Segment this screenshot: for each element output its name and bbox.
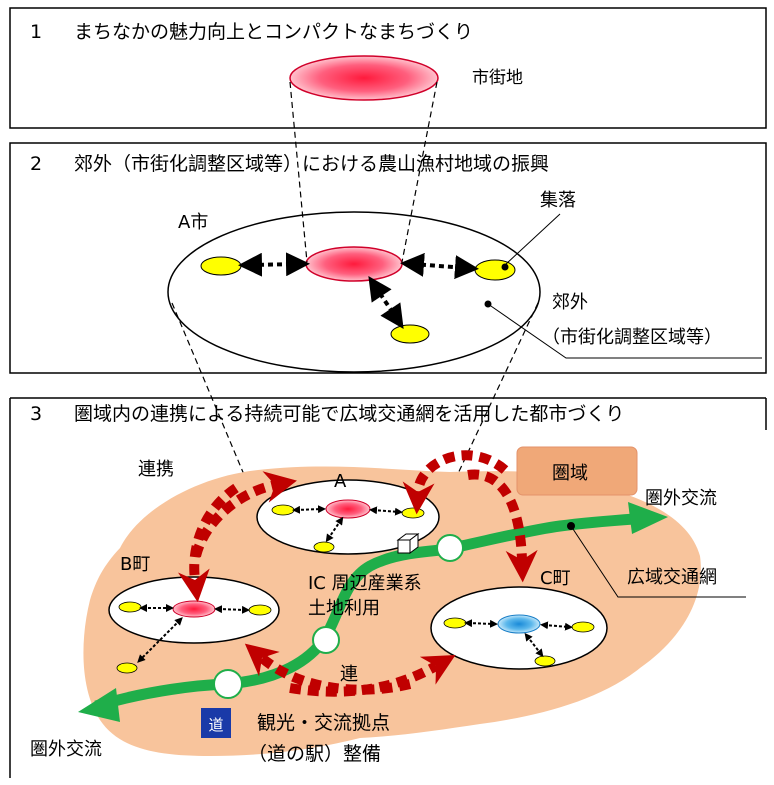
projection-line	[289, 81, 308, 263]
section-3-title: 圏域内の連携による持続可能で広域交通網を活用した都市づくり	[74, 403, 624, 425]
cooperation-arrow-c-a	[402, 450, 509, 515]
section-2-number: 2	[30, 153, 42, 175]
network-node	[312, 626, 340, 654]
village-west	[200, 256, 242, 276]
city-a-village	[271, 504, 295, 516]
city-a-village	[401, 507, 425, 519]
village-east	[474, 259, 516, 281]
city-c-link	[464, 619, 498, 628]
city-a-village	[313, 541, 335, 553]
kanko-label-line1: 観光・交流拠点	[257, 712, 390, 734]
section-2-title: 郊外（市街化調整区域等）における農山漁村地域の振興	[74, 153, 549, 175]
kanko-label-line2: （道の駅）整備	[248, 743, 381, 765]
ken-iki-label: 圏域	[552, 463, 588, 484]
city-c-link	[540, 621, 573, 631]
kougai-sub-label: （市街化調整区域等）	[542, 327, 722, 348]
city-a-link	[369, 506, 403, 516]
city-b-link	[137, 617, 183, 663]
urban-core-ellipse	[289, 55, 439, 101]
city-b-village	[248, 604, 272, 616]
cooperation-arrow-c-b	[244, 643, 412, 695]
city-c-link	[524, 632, 544, 658]
city-a-label: A	[334, 471, 347, 492]
ic-label-line1: IC 周辺産業系	[308, 573, 422, 594]
city-b-core	[172, 600, 216, 618]
kougai-label: 郊外	[552, 292, 588, 313]
section-3-number: 3	[30, 403, 42, 425]
cooperation-arrow-a-c	[467, 469, 538, 583]
city-a-link	[292, 505, 326, 514]
city-b-label: B町	[120, 554, 150, 575]
network-arrow-left	[78, 688, 120, 722]
city-c-village	[571, 621, 595, 633]
a-city-ellipse	[167, 211, 541, 373]
ken-iki-badge	[516, 446, 638, 496]
city-b-village	[118, 601, 142, 613]
village-south	[390, 324, 430, 344]
city-c-core	[497, 614, 541, 634]
network-arrow-right	[628, 502, 668, 534]
renkei-label: 連携	[138, 459, 174, 480]
ren-label: 連	[340, 664, 358, 685]
city-a-link	[325, 516, 344, 543]
cooperation-arrow-a-b	[177, 483, 239, 603]
koiki-label: 広域交通網	[627, 567, 717, 588]
link-south	[368, 276, 404, 329]
shigaichi-label: 市街地	[472, 68, 523, 88]
link-east	[400, 252, 479, 280]
koiki-leader	[570, 525, 746, 598]
shuraku-leader	[505, 213, 561, 265]
kengai-left-label: 圏外交流	[30, 739, 102, 760]
city-b-village	[116, 662, 138, 674]
factory-icon	[396, 533, 420, 554]
a-city-label: A市	[178, 212, 208, 233]
shuraku-label: 集落	[540, 190, 576, 211]
projection-line	[401, 81, 438, 263]
section-1-title: まちなかの魅力向上とコンパクトなまちづくり	[74, 21, 473, 43]
a-city-core	[305, 246, 403, 282]
village-east-dot	[501, 263, 509, 271]
kougai-leader	[487, 303, 762, 359]
svg-text:道: 道	[208, 716, 223, 734]
network-node-ic	[436, 534, 464, 562]
city-a-core	[325, 499, 371, 519]
cooperation-arrow-b-a	[191, 471, 297, 558]
roadside-station-icon: 道	[201, 708, 231, 738]
link-west	[238, 252, 310, 277]
ic-label-line2: 土地利用	[308, 598, 380, 619]
city-c-village	[443, 617, 467, 629]
city-c-village	[534, 655, 556, 667]
kengai-right-label: 圏外交流	[645, 488, 717, 509]
network-node	[213, 669, 243, 699]
city-c-label: C町	[540, 568, 571, 589]
section-1-number: 1	[30, 21, 42, 43]
